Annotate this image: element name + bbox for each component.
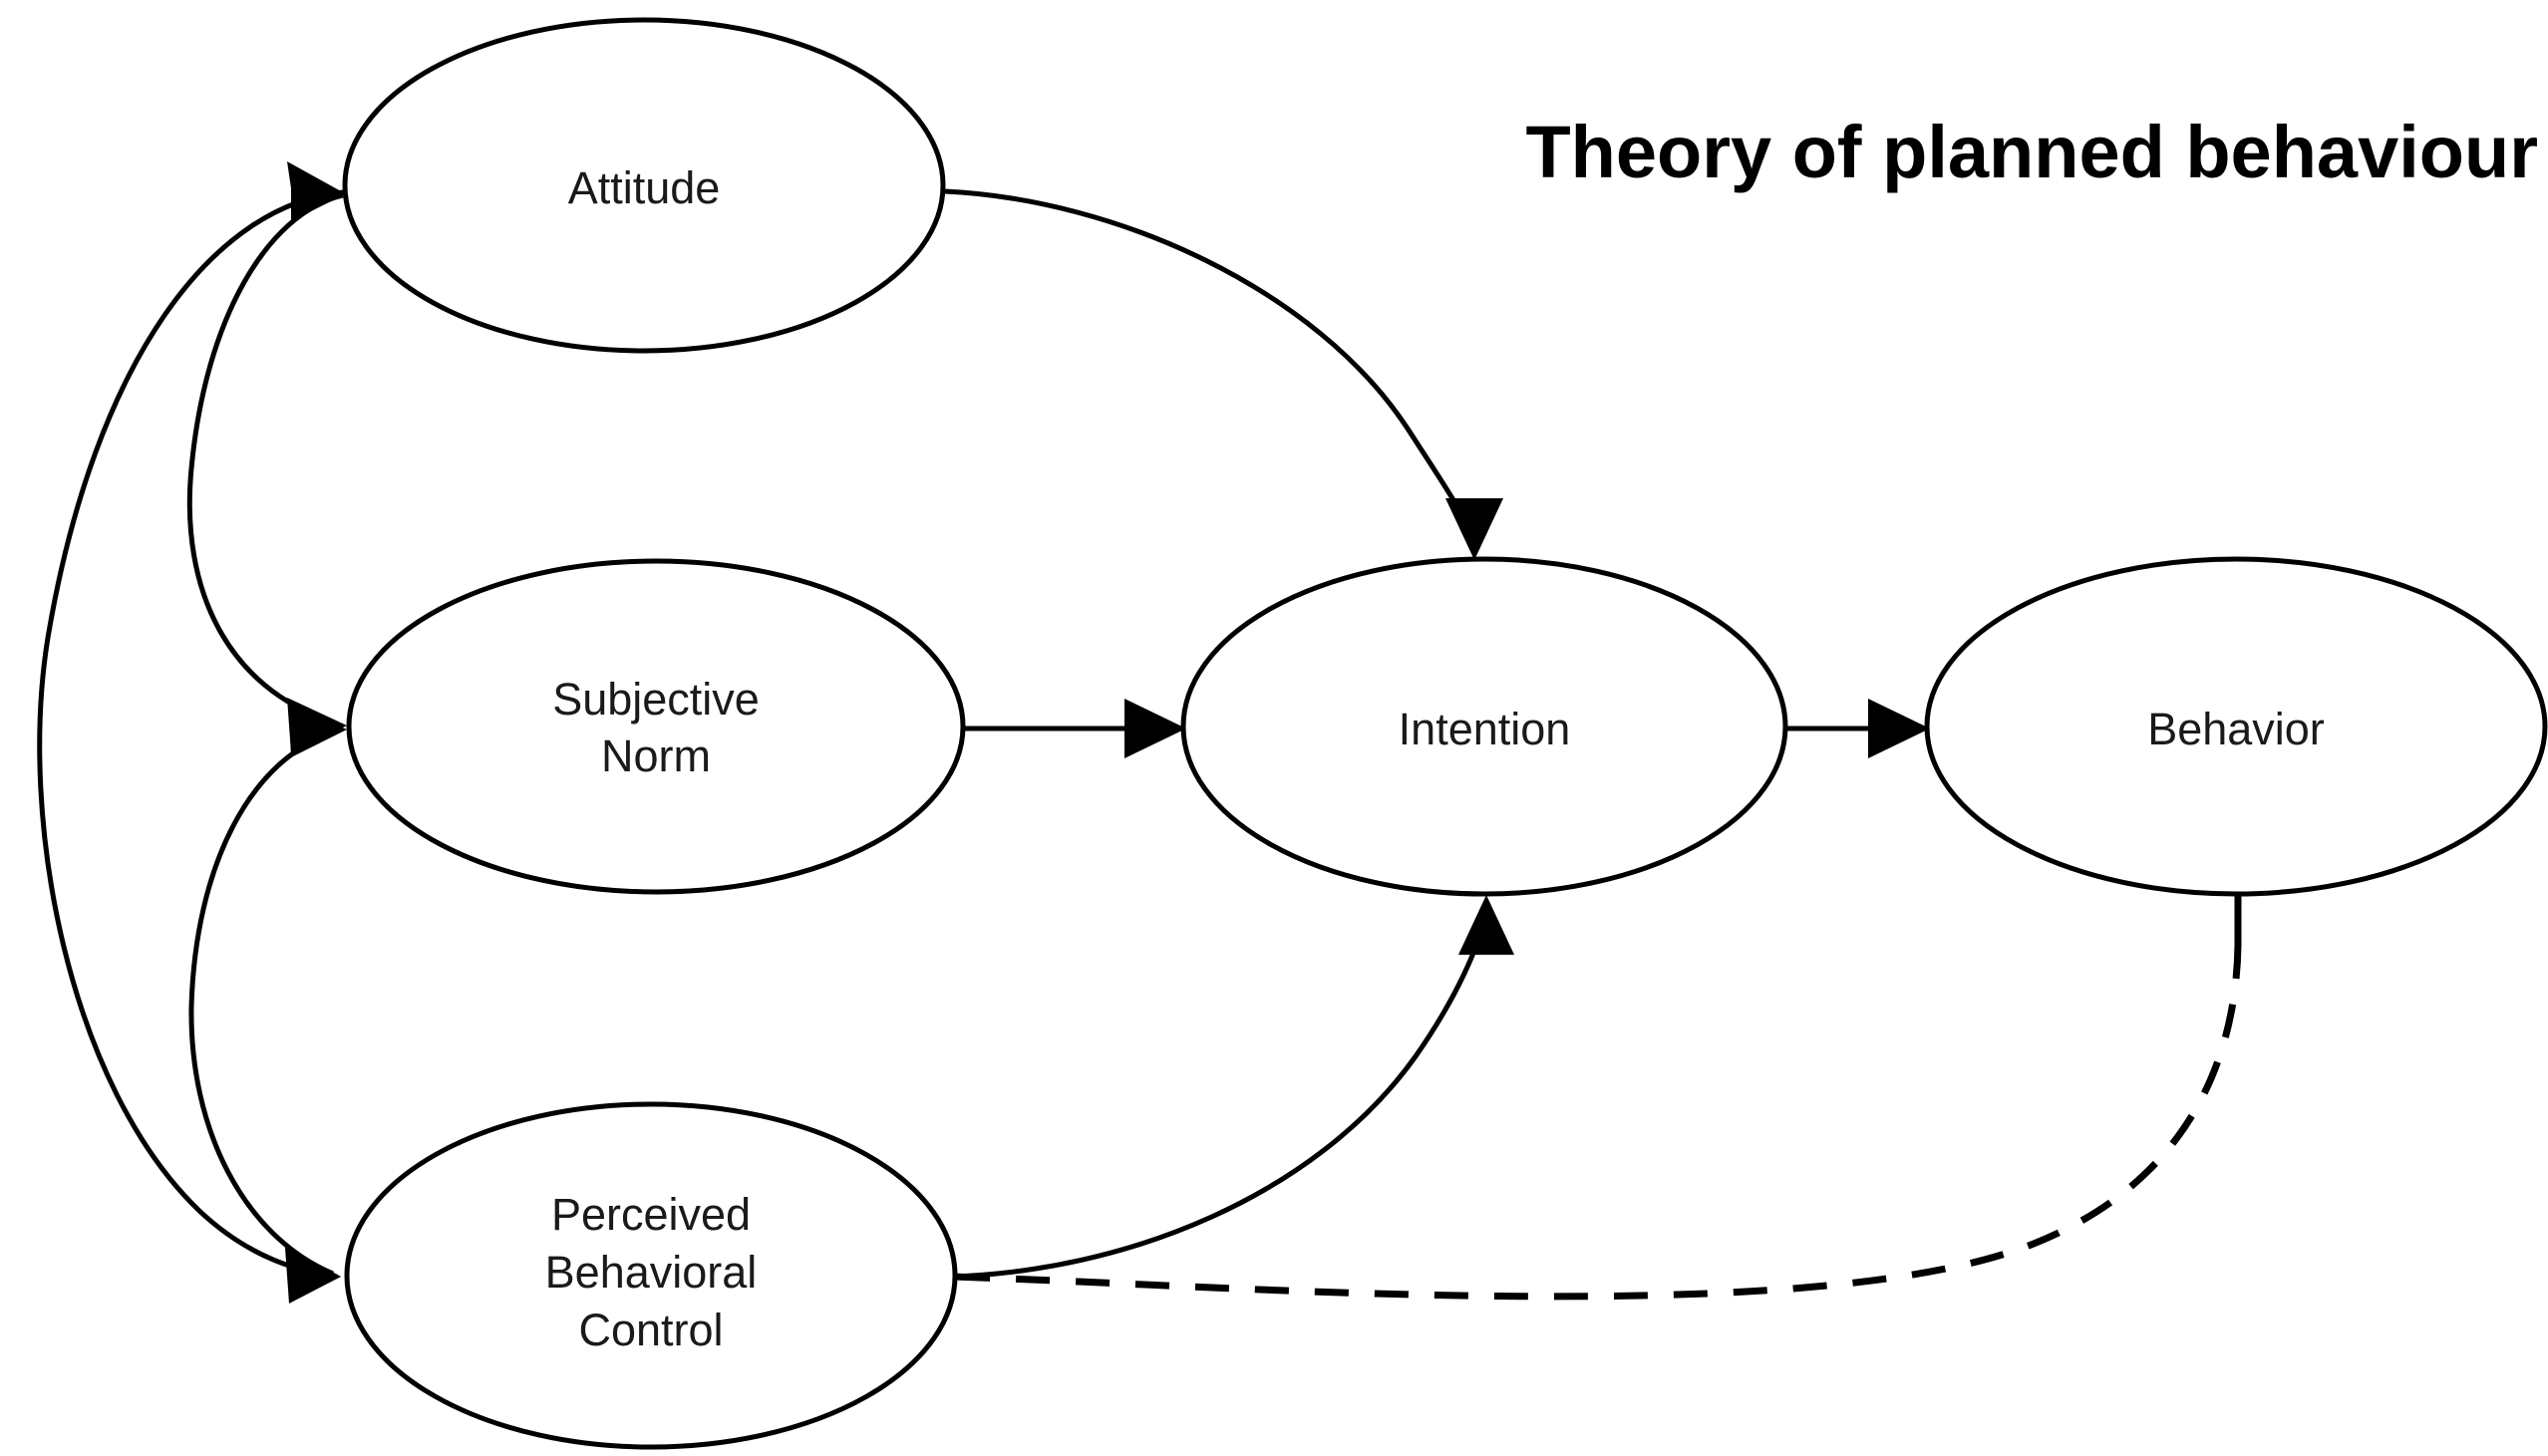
arrowhead-intention-left <box>1124 699 1186 758</box>
edge-subjective-norm-pbc-correlation[interactable] <box>188 704 347 1304</box>
attitude-ellipse <box>342 17 946 354</box>
perceived-behavioral-control-ellipse <box>344 1101 958 1450</box>
pbc-label-line1: Perceived <box>551 1189 751 1240</box>
attitude-sn-correlation-path <box>186 192 344 724</box>
pbc-label-line2: Behavioral <box>545 1247 758 1298</box>
behavior-label: Behavior <box>2147 704 2325 754</box>
arrowhead-behavior-left <box>1868 699 1930 758</box>
diagram-title: Theory of planned behaviour <box>1525 111 2538 193</box>
behavior-ellipse <box>1924 556 2548 897</box>
node-attitude[interactable]: Attitude <box>342 17 946 354</box>
node-behavior[interactable]: Behavior <box>1924 556 2548 897</box>
edge-pbc-to-intention[interactable] <box>948 895 1514 1280</box>
subjective-norm-label-line1: Subjective <box>552 674 760 725</box>
edge-attitude-to-intention[interactable] <box>944 188 1503 560</box>
sn-pbc-correlation-path <box>188 729 336 1277</box>
node-intention[interactable]: Intention <box>1180 556 1788 897</box>
behavior-to-pbc-dashed-path <box>950 944 2242 1301</box>
arrowhead-to-attitude-inner <box>291 169 343 221</box>
node-subjective-norm[interactable]: Subjective Norm <box>346 558 966 895</box>
arrowhead-intention-bottom <box>1458 895 1514 955</box>
attitude-to-intention-path <box>944 188 1476 544</box>
arrowhead-to-sn-lower <box>289 704 347 757</box>
attitude-label: Attitude <box>568 162 721 213</box>
pbc-to-intention-path <box>948 914 1488 1280</box>
attitude-pbc-correlation-path <box>37 189 344 1280</box>
intention-ellipse <box>1180 556 1788 897</box>
pbc-label-line3: Control <box>578 1305 723 1355</box>
node-perceived-behavioral-control[interactable]: Perceived Behavioral Control <box>344 1101 958 1450</box>
arrowhead-to-pbc-inner <box>285 1248 341 1304</box>
edge-behavior-to-pbc-dashed[interactable] <box>950 890 2242 1301</box>
subjective-norm-ellipse <box>346 558 966 895</box>
edge-subjective-norm-to-intention[interactable] <box>965 699 1186 758</box>
edge-intention-to-behavior[interactable] <box>1782 699 1930 758</box>
intention-label: Intention <box>1399 704 1571 754</box>
arrowhead-intention-top <box>1445 498 1503 560</box>
subjective-norm-label-line2: Norm <box>601 730 711 781</box>
